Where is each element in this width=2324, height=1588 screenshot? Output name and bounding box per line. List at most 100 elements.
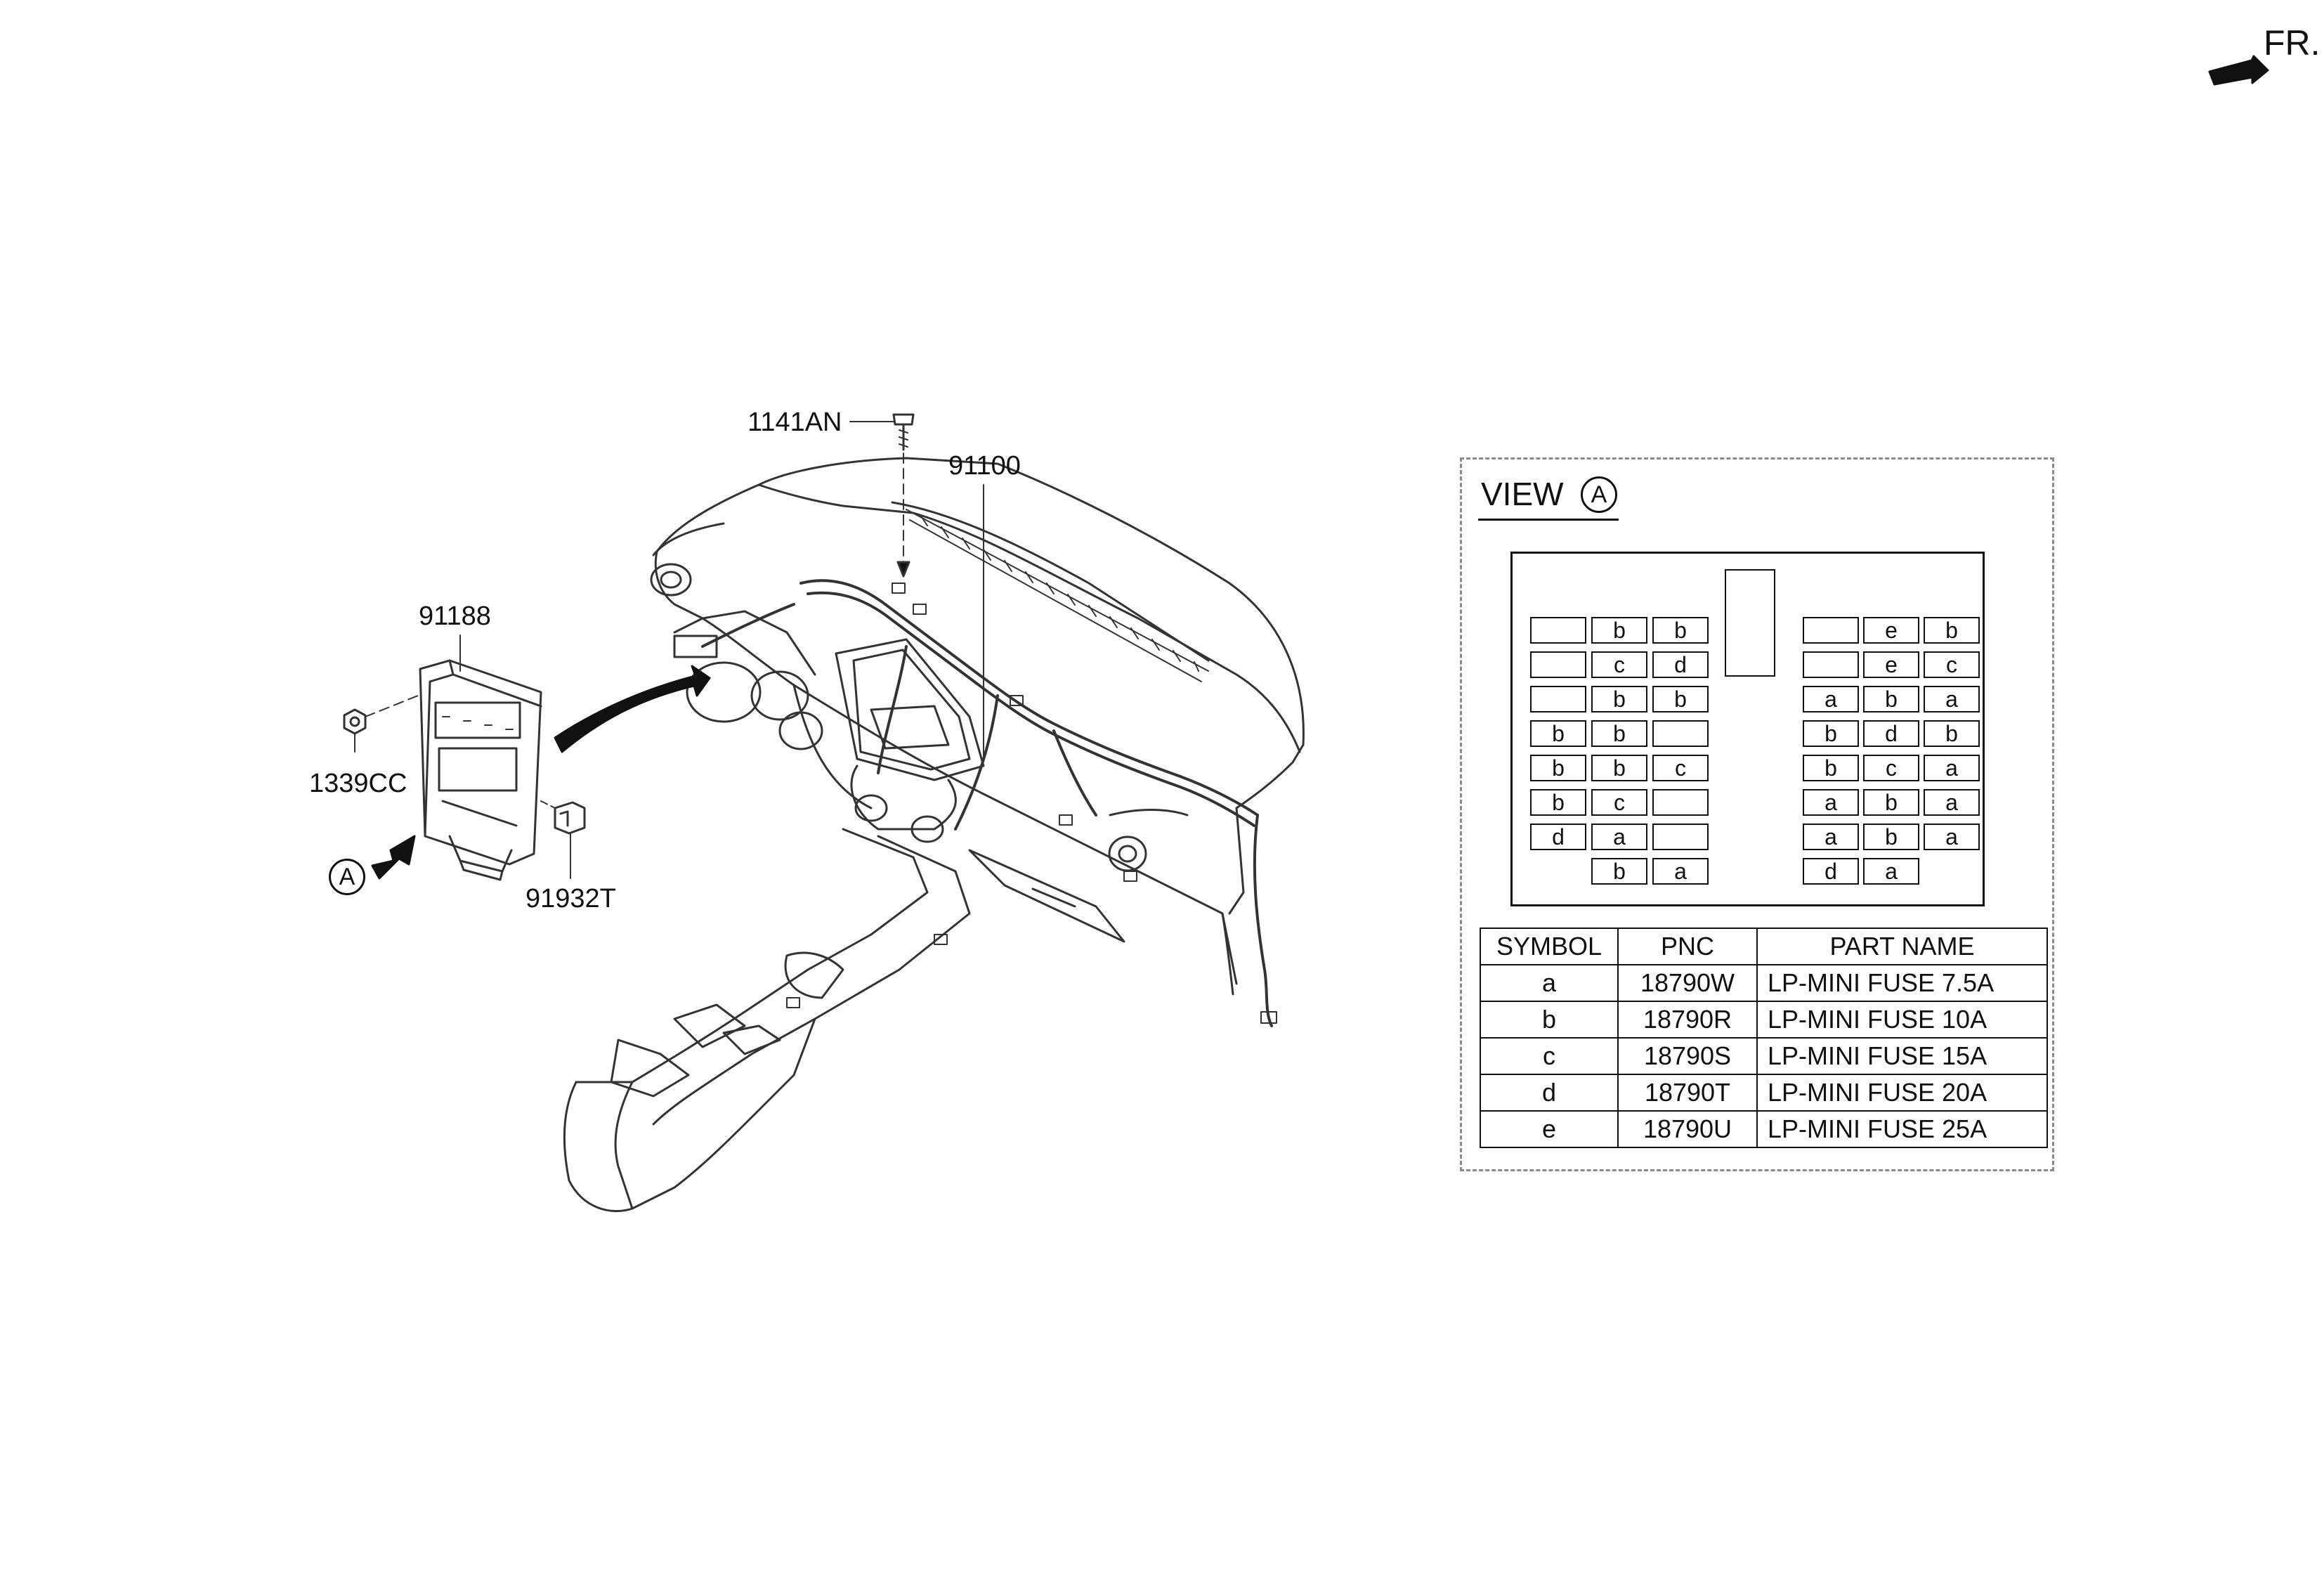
front-direction-label: FR. bbox=[2264, 23, 2320, 63]
fuse-slot: c bbox=[1924, 651, 1980, 678]
fuse-slot: b bbox=[1863, 789, 1919, 816]
fuse-slot: b bbox=[1591, 858, 1647, 885]
view-a-marker: A bbox=[329, 859, 365, 895]
fuse-slot: e bbox=[1863, 651, 1919, 678]
callout-91188: 91188 bbox=[419, 601, 491, 631]
fuse-slot: b bbox=[1863, 824, 1919, 850]
legend-pnc: 18790S bbox=[1617, 1037, 1758, 1075]
legend-part-name: LP-MINI FUSE 20A bbox=[1756, 1074, 2048, 1112]
fuse-slot bbox=[1530, 617, 1586, 644]
legend-part-name: LP-MINI FUSE 15A bbox=[1756, 1037, 2048, 1075]
callout-1141an: 1141AN bbox=[748, 408, 842, 437]
view-title-marker: A bbox=[1581, 476, 1617, 513]
fuse-slot bbox=[1803, 651, 1859, 678]
nut-1339cc-icon bbox=[343, 694, 422, 753]
table-row: e 18790U LP-MINI FUSE 25A bbox=[1480, 1110, 2048, 1148]
fuse-slot: a bbox=[1924, 824, 1980, 850]
callout-91932t: 91932T bbox=[525, 884, 616, 913]
fuse-slot: b bbox=[1863, 686, 1919, 712]
dashboard-outline bbox=[654, 457, 1305, 996]
view-a-frame bbox=[1460, 457, 2054, 1171]
fuse-slot: a bbox=[1652, 858, 1709, 885]
fuse-slot: b bbox=[1803, 755, 1859, 781]
glove-box bbox=[968, 849, 1125, 943]
fuse-slot: b bbox=[1652, 686, 1709, 712]
view-title: VIEW bbox=[1481, 476, 1564, 512]
fuse-slot bbox=[1803, 617, 1859, 644]
fuse-slot: b bbox=[1591, 755, 1647, 781]
legend-pnc: 18790W bbox=[1617, 964, 1758, 1002]
legend-symbol: a bbox=[1480, 964, 1619, 1002]
fuse-slot: b bbox=[1530, 789, 1586, 816]
fuse-slot: b bbox=[1530, 720, 1586, 747]
fuse-slot: b bbox=[1924, 617, 1980, 644]
fuse-slot: b bbox=[1652, 617, 1709, 644]
table-row: a 18790W LP-MINI FUSE 7.5A bbox=[1480, 964, 2048, 1002]
bolt-1141an-icon bbox=[849, 413, 915, 578]
fuse-slot bbox=[1530, 651, 1586, 678]
fuse-legend-table: SYMBOL PNC PART NAME a 18790W LP-MINI FU… bbox=[1480, 928, 2048, 1148]
fuse-slot: a bbox=[1803, 824, 1859, 850]
fuse-slot: c bbox=[1591, 651, 1647, 678]
body-control-module bbox=[419, 659, 542, 881]
location-arrow-icon bbox=[554, 665, 711, 753]
fuse-slot: e bbox=[1863, 617, 1919, 644]
view-a-arrow-icon bbox=[371, 835, 416, 880]
fuse-slot: b bbox=[1530, 755, 1586, 781]
legend-symbol: d bbox=[1480, 1074, 1619, 1112]
right-air-vent bbox=[1108, 809, 1189, 872]
left-air-vent bbox=[650, 522, 725, 597]
legend-symbol: b bbox=[1480, 1001, 1619, 1039]
fuse-slot bbox=[1530, 686, 1586, 712]
callout-1339cc: 1339CC bbox=[309, 769, 407, 798]
legend-header-symbol: SYMBOL bbox=[1480, 928, 1619, 965]
center-console bbox=[563, 764, 971, 1213]
fuse-slot: a bbox=[1803, 789, 1859, 816]
fuse-slot: b bbox=[1924, 720, 1980, 747]
legend-part-name: LP-MINI FUSE 25A bbox=[1756, 1110, 2048, 1148]
fuse-box-outline bbox=[1510, 552, 1985, 906]
legend-symbol: c bbox=[1480, 1037, 1619, 1075]
table-row: c 18790S LP-MINI FUSE 15A bbox=[1480, 1037, 2048, 1075]
legend-pnc: 18790T bbox=[1617, 1074, 1758, 1112]
instrument-cluster bbox=[673, 610, 823, 750]
legend-symbol: e bbox=[1480, 1110, 1619, 1148]
legend-part-name: LP-MINI FUSE 7.5A bbox=[1756, 964, 2048, 1002]
fuse-slot: d bbox=[1863, 720, 1919, 747]
legend-part-name: LP-MINI FUSE 10A bbox=[1756, 1001, 2048, 1039]
wiring-harness bbox=[701, 579, 1273, 1027]
fuse-slot: a bbox=[1924, 755, 1980, 781]
fuse-box-relay-slot bbox=[1725, 569, 1775, 677]
fuse-slot: a bbox=[1924, 686, 1980, 712]
legend-header-part-name: PART NAME bbox=[1756, 928, 2048, 965]
legend-header-pnc: PNC bbox=[1617, 928, 1758, 965]
fuse-slot: b bbox=[1591, 720, 1647, 747]
fuse-slot: b bbox=[1591, 686, 1647, 712]
legend-pnc: 18790U bbox=[1617, 1110, 1758, 1148]
center-display bbox=[835, 638, 985, 781]
fuse-slot: a bbox=[1924, 789, 1980, 816]
defroster-grille bbox=[906, 509, 1209, 682]
fuse-slot: c bbox=[1591, 789, 1647, 816]
table-row: d 18790T LP-MINI FUSE 20A bbox=[1480, 1074, 2048, 1112]
fuse-slot: b bbox=[1803, 720, 1859, 747]
connector-91932t-icon bbox=[540, 800, 586, 879]
front-direction-arrow-icon bbox=[2208, 55, 2269, 86]
fuse-slot bbox=[1652, 824, 1709, 850]
fuse-slot: b bbox=[1591, 617, 1647, 644]
callout-91100: 91100 bbox=[948, 451, 1021, 481]
fuse-slot: a bbox=[1591, 824, 1647, 850]
harness-connectors bbox=[786, 583, 1277, 1024]
fuse-slot: d bbox=[1530, 824, 1586, 850]
legend-pnc: 18790R bbox=[1617, 1001, 1758, 1039]
fuse-slot: c bbox=[1863, 755, 1919, 781]
legend-header-row: SYMBOL PNC PART NAME bbox=[1480, 928, 2048, 965]
table-row: b 18790R LP-MINI FUSE 10A bbox=[1480, 1001, 2048, 1039]
fuse-slot: d bbox=[1652, 651, 1709, 678]
view-title-underline bbox=[1478, 519, 1619, 521]
fuse-slot: a bbox=[1803, 686, 1859, 712]
fuse-slot: a bbox=[1863, 858, 1919, 885]
fuse-slot: d bbox=[1803, 858, 1859, 885]
fuse-slot: c bbox=[1652, 755, 1709, 781]
